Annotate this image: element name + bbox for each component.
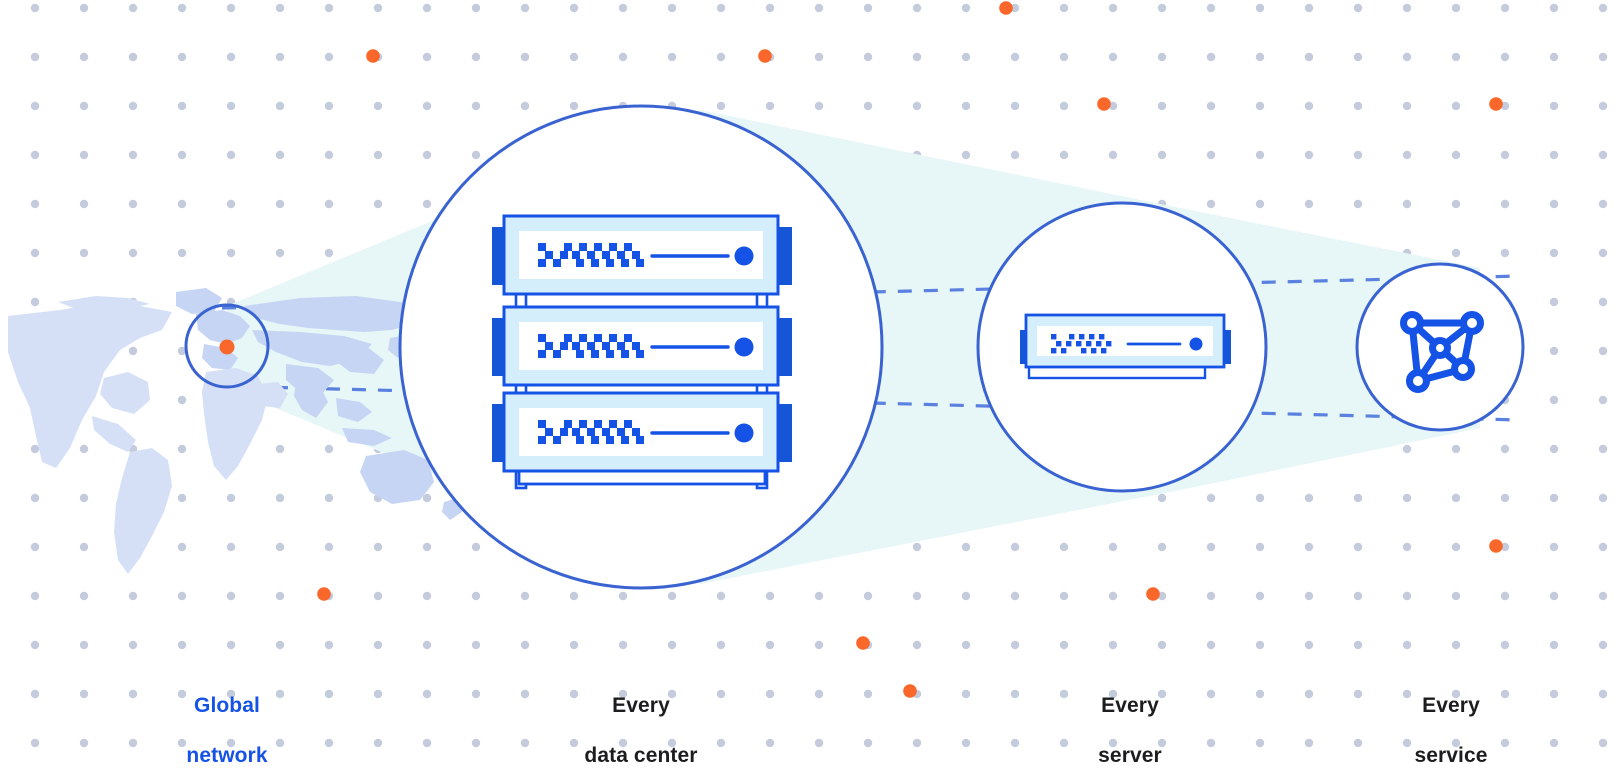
stage-label-global-network-line2: network <box>186 744 268 767</box>
stage-label-every-server-line2: server <box>1098 744 1162 767</box>
accent-dot <box>317 587 331 601</box>
rack-unit-1-vents <box>538 243 644 267</box>
rack-unit-2-vents <box>538 334 644 358</box>
accent-dot <box>366 49 380 63</box>
stage-label-every-data-center[interactable]: Every data center <box>541 668 741 782</box>
stage-label-global-network[interactable]: Global network <box>127 668 327 782</box>
rack-unit-3-vents <box>538 420 644 444</box>
stage-label-every-service-line1: Every <box>1422 694 1480 717</box>
accent-dot <box>856 636 870 650</box>
accent-dot <box>1489 97 1503 111</box>
global-network-circle[interactable] <box>184 303 270 389</box>
stage-label-global-network-line1: Global <box>194 694 260 717</box>
stage-label-every-data-center-line1: Every <box>612 694 670 717</box>
stage-label-every-data-center-line2: data center <box>584 744 698 767</box>
stage-label-every-service[interactable]: Every service <box>1351 668 1551 782</box>
stage-label-every-server-line1: Every <box>1101 694 1159 717</box>
single-server-vents <box>1051 334 1112 354</box>
accent-dot <box>1146 587 1160 601</box>
accent-dot-group <box>317 1 1503 698</box>
rack-unit-1 <box>492 214 792 296</box>
rack-unit-2 <box>492 305 792 387</box>
single-server-icon <box>1020 313 1231 380</box>
stage-label-every-service-line2: service <box>1414 744 1488 767</box>
accent-dot <box>999 1 1013 15</box>
accent-dot <box>758 49 772 63</box>
service-mesh-node-dots <box>1400 311 1484 393</box>
global-network-marker-dot <box>219 339 235 355</box>
accent-dot <box>1489 539 1503 553</box>
accent-dot <box>903 684 917 698</box>
stage-label-every-server[interactable]: Every server <box>1030 668 1230 782</box>
server-rack-icon <box>492 214 792 490</box>
accent-dot <box>1097 97 1111 111</box>
rack-unit-3 <box>492 391 792 473</box>
